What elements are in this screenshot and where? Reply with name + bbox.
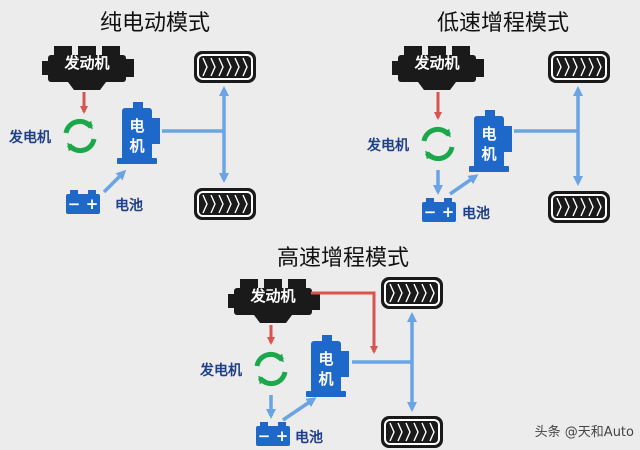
tire-rear-icon <box>193 187 257 221</box>
flow-battery-to-motor <box>282 397 317 422</box>
generator-label: 发电机 <box>8 129 51 146</box>
tire-front-icon <box>193 50 257 84</box>
tire-front-icon <box>380 276 444 310</box>
battery-plus: + <box>86 195 99 213</box>
generator-label: 发电机 <box>199 362 242 379</box>
battery-minus: − <box>68 195 81 213</box>
motor-label-line1: 电 <box>481 125 496 143</box>
generator-cycle-icon <box>257 354 285 383</box>
battery-plus: + <box>442 203 455 221</box>
flow-engine-to-axle <box>311 291 378 354</box>
motor-label-line1: 电 <box>129 117 144 135</box>
battery-label: 电池 <box>462 205 490 222</box>
mode-title-high-speed: 高速增程模式 <box>277 246 409 271</box>
battery-minus: − <box>424 203 437 221</box>
tire-rear-icon <box>547 190 611 224</box>
mode-title-pure-electric: 纯电动模式 <box>100 11 210 36</box>
tire-front-icon <box>547 50 611 84</box>
mode-pure-electric: 纯电动模式 发动机 发电机 电 机 − + 电池 <box>8 11 257 221</box>
battery-label: 电池 <box>115 197 143 214</box>
engine-label: 发动机 <box>413 54 459 72</box>
motor-label-line2: 机 <box>481 145 496 163</box>
motor-label-line1: 电 <box>318 350 333 368</box>
motor-label-line2: 机 <box>129 137 144 155</box>
mode-low-speed-range-extender: 低速增程模式 发动机 发电机 电 机 − + 电池 <box>366 11 611 224</box>
battery-minus: − <box>258 427 271 445</box>
motor-label-line2: 机 <box>318 370 333 388</box>
engine-label: 发动机 <box>249 287 295 305</box>
flow-battery-to-motor <box>449 174 479 196</box>
engine-label: 发动机 <box>63 54 109 72</box>
generator-cycle-icon <box>424 129 452 158</box>
generator-label: 发电机 <box>366 137 409 154</box>
battery-plus: + <box>276 427 289 445</box>
flow-battery-to-motor <box>102 169 127 194</box>
tire-rear-icon <box>380 415 444 449</box>
mode-title-low-speed: 低速增程模式 <box>437 11 569 36</box>
mode-high-speed-range-extender: 高速增程模式 发动机 发电机 电 机 − + 电池 <box>199 246 444 449</box>
battery-label: 电池 <box>295 429 323 446</box>
watermark: 头条 @天和Auto <box>535 424 634 440</box>
generator-cycle-icon <box>66 121 94 150</box>
